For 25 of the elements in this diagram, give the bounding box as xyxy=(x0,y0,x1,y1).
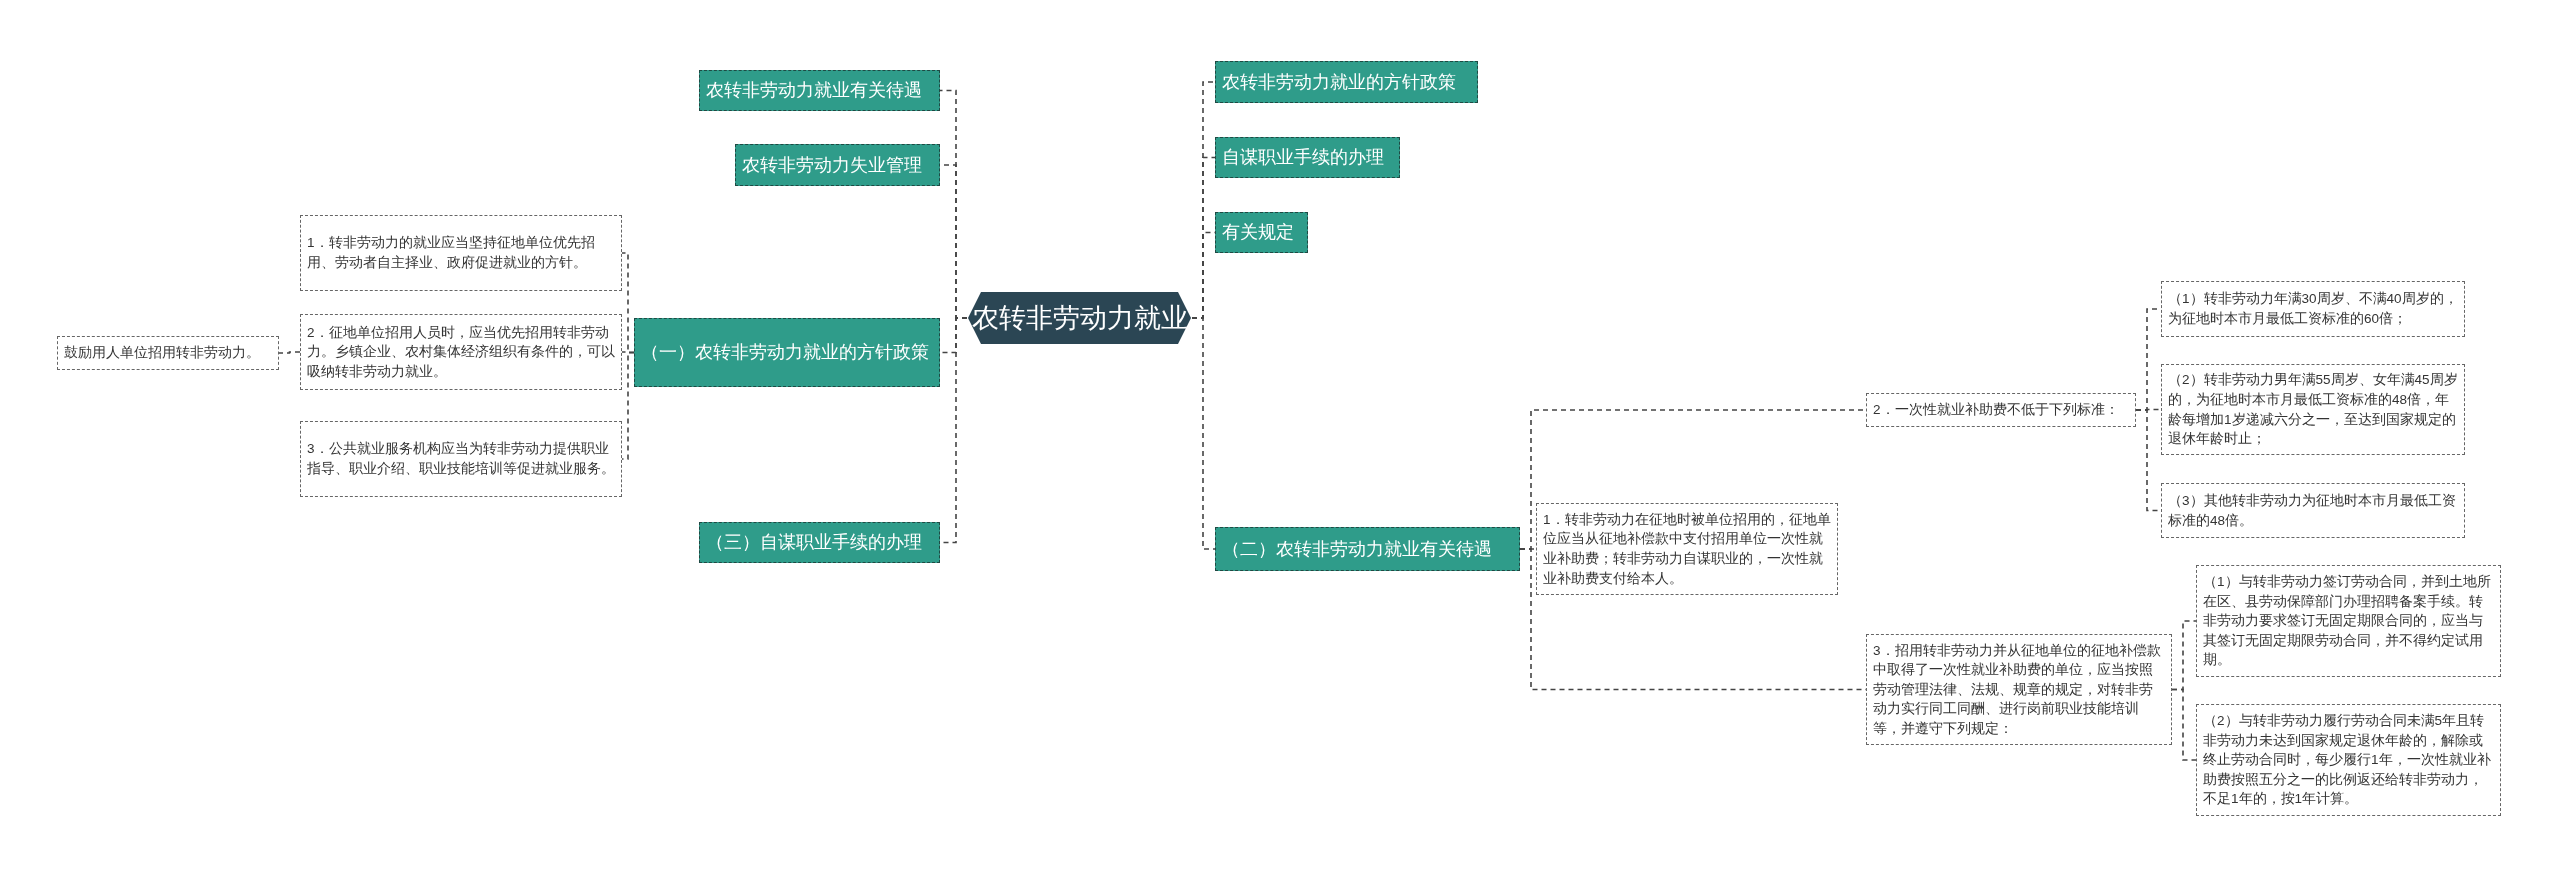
text-box: 2．征地单位招用人员时，应当优先招用转非劳动力。乡镇企业、农村集体经济组织有条件的，可以吸纳转非劳动力就业。 xyxy=(300,314,622,390)
topic-box: （一）农转非劳动力就业的方针政策 xyxy=(634,318,940,387)
text-box: 鼓励用人单位招用转非劳动力。 xyxy=(57,336,279,370)
central-topic-hexagon: 农转非劳动力就业 xyxy=(967,291,1192,345)
connector-line xyxy=(278,351,301,354)
connector-line xyxy=(1191,317,1216,550)
text-box: （1）与转非劳动力签订劳动合同，并到土地所在区、县劳动保障部门办理招聘备案手续。转非劳动力要求签订无固定期限合同的，应当与其签订无固定期限劳动合同，并不得约定试用期。 xyxy=(2196,565,2501,677)
topic-box: 有关规定 xyxy=(1215,212,1308,253)
text-box: （1）转非劳动力年满30周岁、不满40周岁的，为征地时本市月最低工资标准的60倍； xyxy=(2161,281,2465,337)
text-box: 3．招用转非劳动力并从征地单位的征地补偿款中取得了一次性就业补助费的单位，应当按照劳动管理法律、法规、规章的规定，对转非劳动力实行同工同酬、进行岗前职业技能培训等，并遵守下列规定： xyxy=(1866,634,2172,745)
text-box: （2）转非劳动力男年满55周岁、女年满45周岁的，为征地时本市月最低工资标准的48倍，年龄每增加1岁递减六分之一，至达到国家规定的退休年龄时止； xyxy=(2161,364,2465,455)
connector-line xyxy=(2171,688,2197,761)
topic-box: （二）农转非劳动力就业有关待遇 xyxy=(1215,527,1520,571)
connector-line xyxy=(621,351,635,460)
text-box: 1．转非劳动力在征地时被单位招用的，征地单位应当从征地补偿款中支付招用单位一次性就业补助费；转非劳动力自谋职业的，一次性就业补助费支付给本人。 xyxy=(1536,503,1838,595)
topic-box: 农转非劳动力就业有关待遇 xyxy=(699,70,940,111)
topic-box: 农转非劳动力失业管理 xyxy=(735,144,940,186)
topic-box: 自谋职业手续的办理 xyxy=(1215,137,1400,178)
text-box: 2．一次性就业补助费不低于下列标准： xyxy=(1866,393,2136,427)
text-box: （3）其他转非劳动力为征地时本市月最低工资标准的48倍。 xyxy=(2161,483,2465,538)
topic-box: 农转非劳动力就业的方针政策 xyxy=(1215,61,1478,103)
topic-box: （三）自谋职业手续的办理 xyxy=(699,522,940,563)
text-box: 3．公共就业服务机构应当为转非劳动力提供职业指导、职业介绍、职业技能培训等促进就业服务。 xyxy=(300,421,622,497)
text-box: （2）与转非劳动力履行劳动合同未满5年且转非劳动力未达到国家规定退休年龄的，解除或终止劳动合同时，每少履行1年，一次性就业补助费按照五分之一的比例返还给转非劳动力，不足1年的，按1年计算。 xyxy=(2196,704,2501,816)
text-box: 1．转非劳动力的就业应当坚持征地单位优先招用、劳动者自主择业、政府促进就业的方针。 xyxy=(300,215,622,291)
